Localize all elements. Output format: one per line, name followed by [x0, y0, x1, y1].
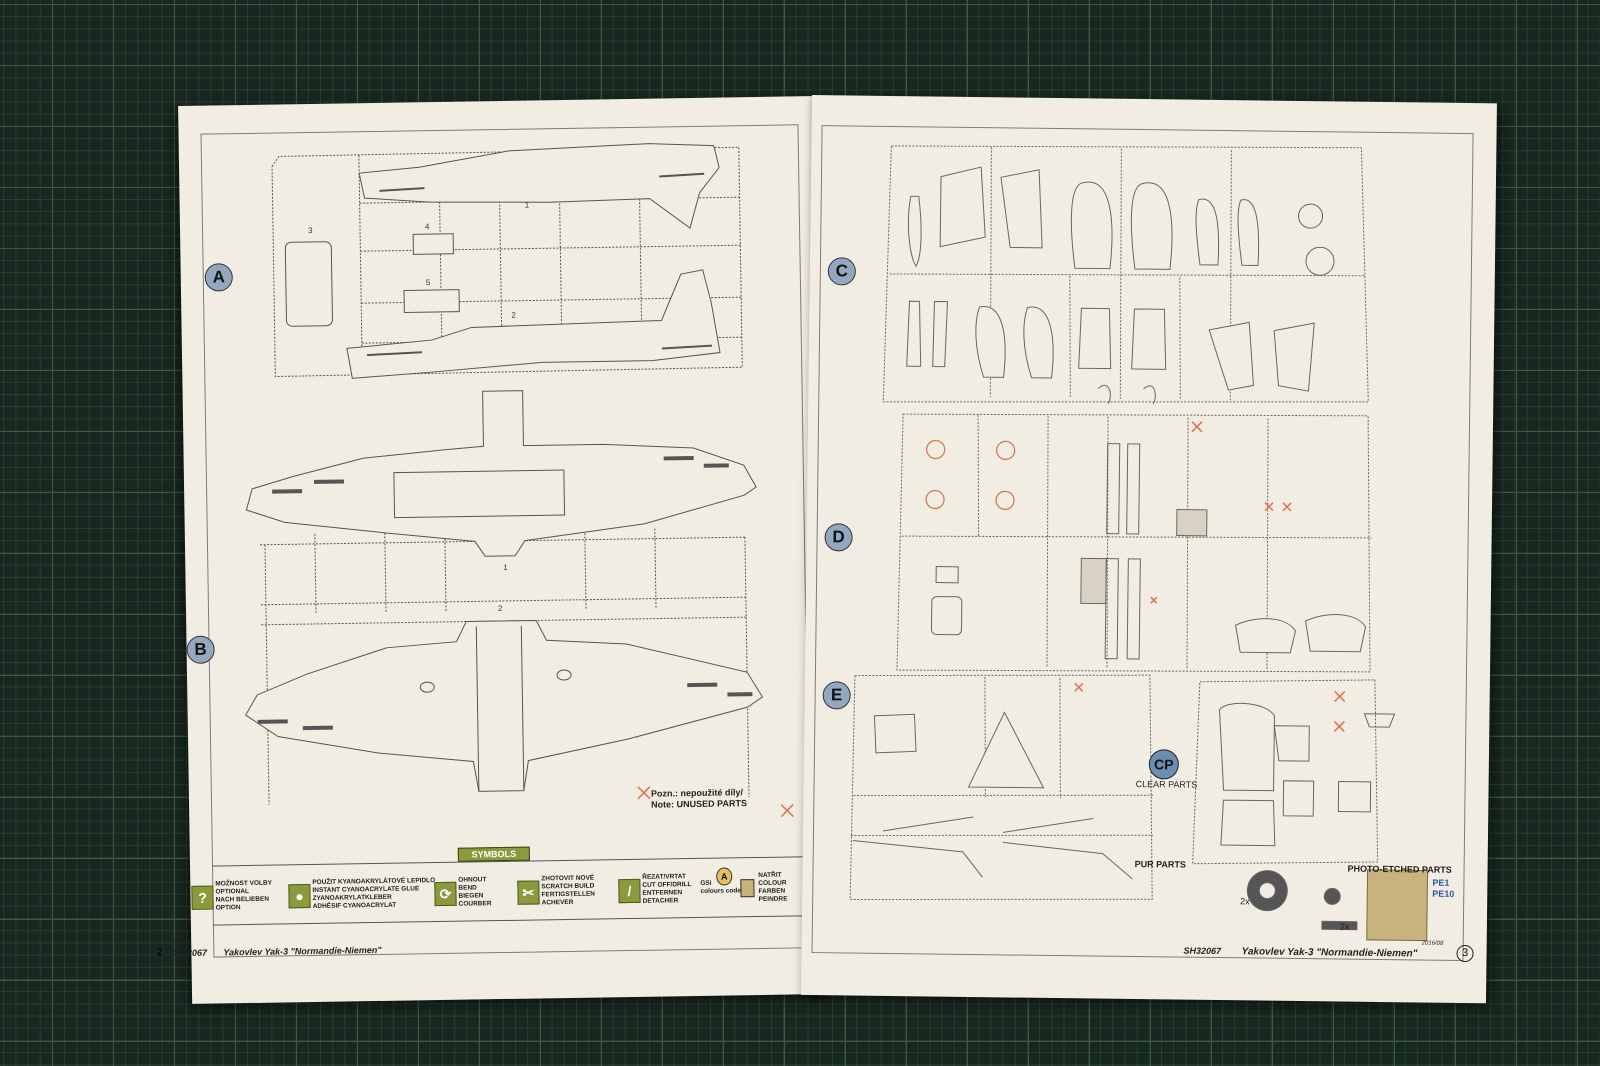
- pur-parts-label: PUR PARTS: [1134, 858, 1187, 870]
- symbol-text-scratch: ZHOTOVIT NOVÉ SCRATCH BUILD FERTIGSTELLE…: [541, 874, 596, 907]
- footer-code-right: SH32067: [1183, 945, 1222, 957]
- part-number: 5: [425, 278, 431, 288]
- part-number: 1: [503, 562, 508, 572]
- part-number: 2: [511, 310, 516, 320]
- symbol-text-bend: OHNOUT BEND BIEGEN COURBER: [458, 876, 492, 908]
- bend-icon: ⟳: [434, 881, 457, 907]
- clear-parts-badge: CP: [1148, 749, 1180, 780]
- footer-title-right: Yakovlev Yak-3 "Normandie-Niemen": [1241, 946, 1418, 960]
- question-icon: ?: [191, 885, 214, 910]
- part-number: 2: [497, 603, 503, 614]
- symbol-text-optional: MOŽNOST VOLBY OPTIONAL NACH BELIEBEN OPT…: [215, 879, 273, 912]
- note-line-2: Note: UNUSED PARTS: [651, 798, 748, 810]
- right-page: C D E CP CLEAR PARTS PUR PARTS PHOTO-ETC…: [801, 95, 1497, 1004]
- symbol-text-cut: ŘEZAT/VRTAT CUT OFF/DRILL ENTFERNEN DETA…: [642, 873, 692, 905]
- pe10-label: PE10: [1432, 888, 1455, 899]
- footer-date-right: 2016/08: [1421, 940, 1444, 947]
- multiplier-label: 2x: [1339, 921, 1350, 932]
- paint-colour-icon: [740, 879, 755, 898]
- sprue-label-d: D: [824, 523, 853, 552]
- multiplier-label: 2x: [1240, 896, 1250, 907]
- part-number: 4: [424, 222, 430, 232]
- sprue-c-d-e-drawing: [849, 145, 1429, 942]
- part-number: 3: [307, 225, 313, 235]
- sprue-label-c: C: [827, 257, 857, 286]
- unused-parts-note: Pozn.: nepoužité díly/ Note: UNUSED PART…: [651, 787, 747, 811]
- symbol-text-colour: NATŘIT COLOUR FARBEN PEINDRE: [758, 871, 788, 904]
- left-page: A B 1 2 3 4 5 1 2 Pozn.: nepoužité díly/…: [151, 96, 831, 1004]
- pe1-label: PE1: [1432, 877, 1450, 888]
- cut-off-icon: /: [618, 878, 641, 904]
- photo-etched-label: PHOTO-ETCHED PARTS: [1347, 863, 1452, 875]
- footer-code-left: SH32067: [169, 947, 207, 959]
- glue-drop-icon: ●: [288, 884, 311, 909]
- sprue-a-b-drawing: [244, 143, 794, 818]
- sprue-label-e: E: [822, 681, 851, 710]
- symbols-title: SYMBOLS: [457, 846, 530, 862]
- footer-date-left: 2016/08: [169, 939, 191, 947]
- clear-parts-label: CLEAR PARTS: [1135, 779, 1198, 790]
- symbol-text-glue: POUŽIT KYANOAKRYLÁTOVÉ LEPIDLO INSTANT C…: [312, 877, 436, 911]
- part-number: 1: [524, 200, 530, 210]
- scratch-build-icon: ✂: [517, 880, 540, 905]
- page-number-right: 3: [1456, 944, 1474, 963]
